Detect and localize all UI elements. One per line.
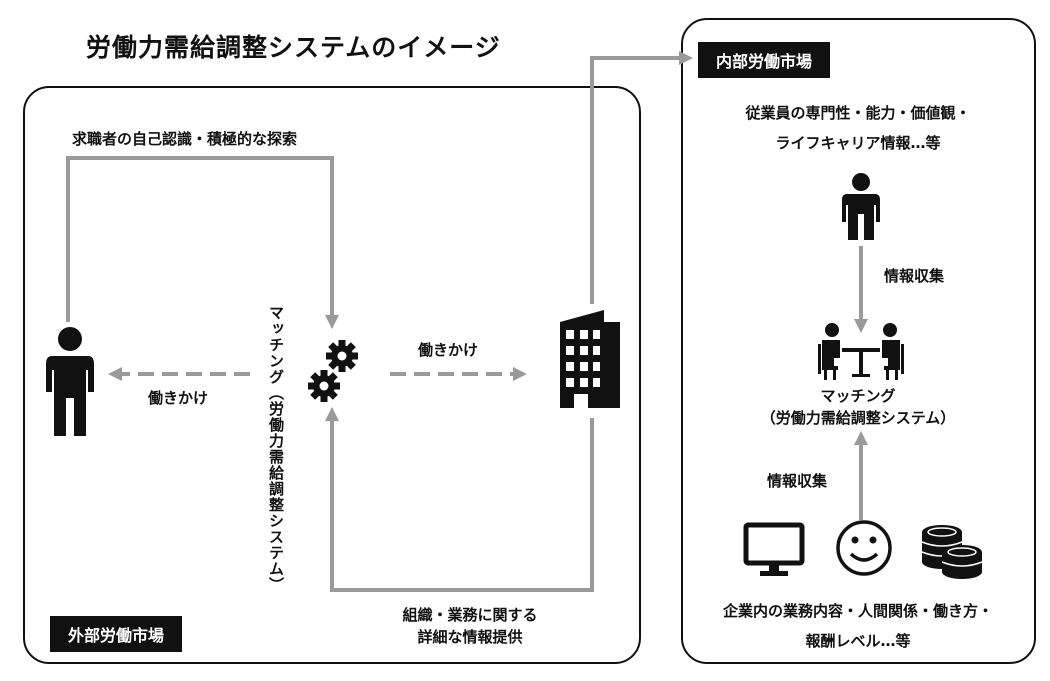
company-info-line1: 企業内の業務内容・人間関係・働き方・ [722,602,993,620]
collect-bottom-label: 情報収集 [767,472,828,490]
company-info-line2: 報酬レベル…等 [805,632,911,650]
smiley-icon [836,520,892,576]
hataraki-right-label: 働きかけ [418,341,479,359]
external-market-panel [23,86,641,664]
info-provision-line1: 組織・業務に関する [402,606,538,624]
employee-info-label: 従業員の専門性・能力・価値観・ ライフキャリア情報…等 [690,98,1026,158]
employee-info-line1: 従業員の専門性・能力・価値観・ [745,104,971,122]
monitor-icon [743,522,805,576]
info-provision-arrow [325,407,594,592]
person-icon [46,327,94,436]
info-provision-label: 組織・業務に関する 詳細な情報提供 [360,604,580,648]
inner-matching-line2: （労働力需給調整システム） [760,409,956,427]
jobseeker-search-label: 求職者の自己認識・積極的な探索 [72,130,298,148]
company-info-label: 企業内の業務内容・人間関係・働き方・ 報酬レベル…等 [690,596,1026,656]
external-market-badge: 外部労働市場 [50,616,183,652]
employee-info-line2: ライフキャリア情報…等 [775,134,941,152]
diagram-title: 労働力需給調整システムのイメージ [86,33,501,62]
hataraki-left-label: 働きかけ [148,389,209,407]
matching-vertical-label: マッチング（労働力需給調整システム） [267,305,285,593]
info-provision-line2: 詳細な情報提供 [417,628,523,646]
meeting-icon [818,323,904,380]
building-icon [560,310,620,408]
jobseeker-search-arrow [66,156,339,329]
inner-matching-line1: マッチング [820,387,896,405]
to-internal-market-arrow [590,51,693,304]
internal-market-panel [681,18,1036,664]
inner-matching-label: マッチング （労働力需給調整システム） [690,385,1026,429]
coins-icon [921,525,983,579]
collect-top-label: 情報収集 [884,267,945,285]
internal-market-badge: 内部労働市場 [698,42,831,78]
person-icon [842,173,880,240]
gears-icon [308,340,358,402]
